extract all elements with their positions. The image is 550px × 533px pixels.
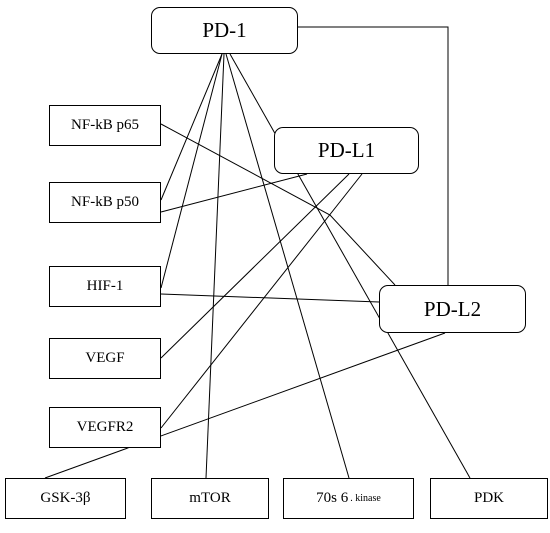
node-nf-kb-p65-label: NF-kB p65 [71, 117, 139, 133]
node-nf-kb-p50: NF-kB p50 [49, 182, 161, 223]
node-mtor-label: mTOR [189, 490, 231, 506]
node-hif-1-label: HIF-1 [86, 278, 124, 294]
node-pd-l1: PD-L1 [274, 127, 419, 174]
edge-pd1-pdk [229, 53, 471, 479]
edge-pd1-pdl2 [298, 26, 449, 285]
node-hif-1: HIF-1 [49, 266, 161, 307]
edge-pd1-hif [160, 53, 223, 289]
node-pd-l1-label: PD-L1 [317, 138, 376, 162]
edge-pdl1-vegf [160, 173, 350, 359]
node-nf-kb-p65: NF-kB p65 [49, 105, 161, 146]
node-70s6-kinase: 70s 6. kinase [283, 478, 414, 519]
node-pd-l2: PD-L2 [379, 285, 526, 333]
edge-pdl1-p50 [160, 173, 308, 213]
edge-pd1-p50 [160, 53, 223, 201]
node-70s6-kinase-suffix: . kinase [350, 493, 381, 504]
node-gsk-3b: GSK-3β [5, 478, 126, 519]
edge-pdl1-vegfr [160, 173, 363, 429]
edge-hif-pdl2 [160, 293, 380, 303]
edge-pd1-mtor [205, 53, 225, 479]
node-vegf: VEGF [49, 338, 161, 379]
node-vegfr2: VEGFR2 [49, 407, 161, 448]
node-pdk-label: PDK [473, 490, 504, 506]
node-nf-kb-p50-label: NF-kB p50 [71, 194, 139, 210]
node-vegfr2-label: VEGFR2 [76, 419, 134, 435]
node-pdk: PDK [430, 478, 548, 519]
node-pd-1-label: PD-1 [202, 18, 247, 42]
node-gsk-3b-label: GSK-3β [40, 490, 91, 506]
node-vegf-label: VEGF [85, 350, 125, 366]
node-pd-1: PD-1 [151, 7, 298, 54]
edge-pdl2-gsk [44, 332, 446, 479]
node-pd-l2-label: PD-L2 [423, 296, 482, 321]
edge-pd1-s70 [225, 53, 350, 479]
node-70s6-kinase-label: 70s 6 [316, 490, 349, 506]
node-mtor: mTOR [151, 478, 269, 519]
